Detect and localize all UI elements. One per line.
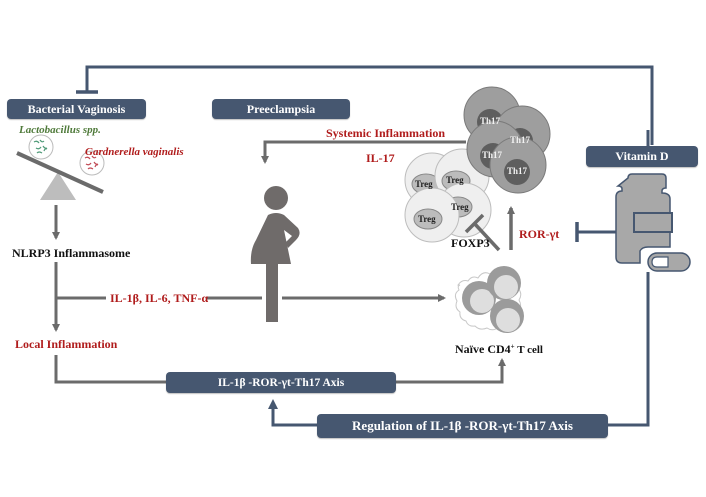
naive-cd4-sup: + — [510, 342, 515, 351]
pregnant-woman-icon — [250, 186, 300, 322]
th17-label: Th17 — [510, 135, 531, 145]
preeclampsia-box: Preeclampsia — [212, 99, 350, 119]
supplement-bottle-icon — [615, 173, 691, 272]
seesaw-icon — [16, 134, 105, 200]
treg-cell-cluster — [404, 148, 492, 243]
foxp3-inhibition — [464, 213, 501, 252]
systemic-inflammation-label: Systemic Inflammation — [326, 126, 445, 140]
naive-cd4-suffix: T cell — [514, 344, 543, 356]
nlrp3-label: NLRP3 Inflammasome — [12, 246, 131, 260]
treg-label: Treg — [451, 202, 469, 212]
th17-label: Th17 — [480, 116, 501, 126]
ror-gt-label: ROR-γt — [519, 227, 560, 241]
lactobacillus-label: Lactobacillus spp. — [19, 124, 101, 136]
th17-label: Th17 — [507, 166, 528, 176]
regulation-box: Regulation of IL-1β -ROR-γt-Th17 Axis — [317, 414, 608, 438]
treg-label: Treg — [418, 214, 436, 224]
naive-t-cell-icon — [454, 266, 524, 333]
th17-cell-cluster — [463, 86, 551, 194]
vitamin-d-inhibits-ror-line — [575, 222, 616, 242]
vitamin-d-box: Vitamin D — [586, 146, 698, 167]
treg-cell — [404, 187, 460, 243]
vitamin-d-inhibits-bv-line — [76, 65, 654, 145]
gardnerella-label: Gardnerella vaginalis — [85, 146, 184, 158]
th17-cell — [489, 136, 547, 194]
bacterial-vaginosis-box: Bacterial Vaginosis — [7, 99, 146, 119]
treg-label: Treg — [415, 179, 433, 189]
naive-cd4-prefix: Naïve CD4 — [455, 342, 511, 356]
axis-box: IL-1β -ROR-γt-Th17 Axis — [166, 372, 396, 393]
il17-label: IL-17 — [366, 151, 395, 165]
arrow-regulation-to-axis — [268, 399, 320, 427]
local-inflammation-label: Local Inflammation — [15, 337, 118, 351]
cytokines-label: IL-1β, IL-6, TNF-α — [110, 291, 209, 305]
th17-label: Th17 — [482, 150, 503, 160]
treg-label: Treg — [446, 175, 464, 185]
vitamin-d-to-regulation-line — [608, 272, 650, 427]
arrow-systemic-inflammation — [261, 140, 466, 164]
foxp3-label: FOXP3 — [451, 236, 490, 250]
naive-cd4-label: Naïve CD4+ T cell — [455, 342, 543, 357]
